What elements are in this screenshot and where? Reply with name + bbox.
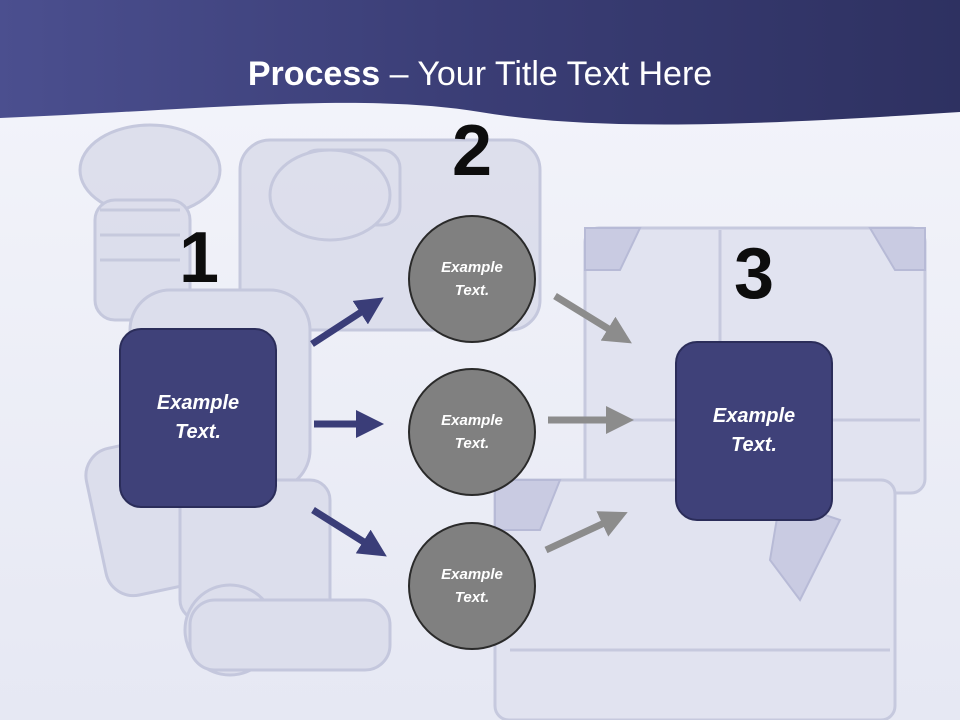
circle-top-text: Example Text. [441,259,503,299]
circle-middle-text: Example Text. [441,412,503,452]
process-circle-top: Example Text. [408,215,536,343]
step-3-text: Example Text. [712,405,796,456]
step-1-text: Example Text. [156,392,240,443]
header-band [0,0,960,125]
arrow-top-to-step3 [553,293,632,344]
process-circle-bottom: Example Text. [408,522,536,650]
arrow-step1-to-top [310,297,384,347]
arrow-step1-to-bottom [311,507,387,557]
title-rest: – Your Title Text Here [380,55,713,93]
page-title: Process – Your Title Text Here [0,52,960,96]
step-number-3: 3 [733,234,775,314]
step-number-1: 1 [178,218,220,298]
step-3-box: Example Text. [675,341,833,521]
arrow-bottom-to-step3 [544,511,628,554]
step-1-box: Example Text. [119,328,277,508]
process-circle-middle: Example Text. [408,368,536,496]
step-number-2: 2 [451,111,493,191]
title-bold: Process [247,55,381,93]
circle-bottom-text: Example Text. [441,566,503,606]
